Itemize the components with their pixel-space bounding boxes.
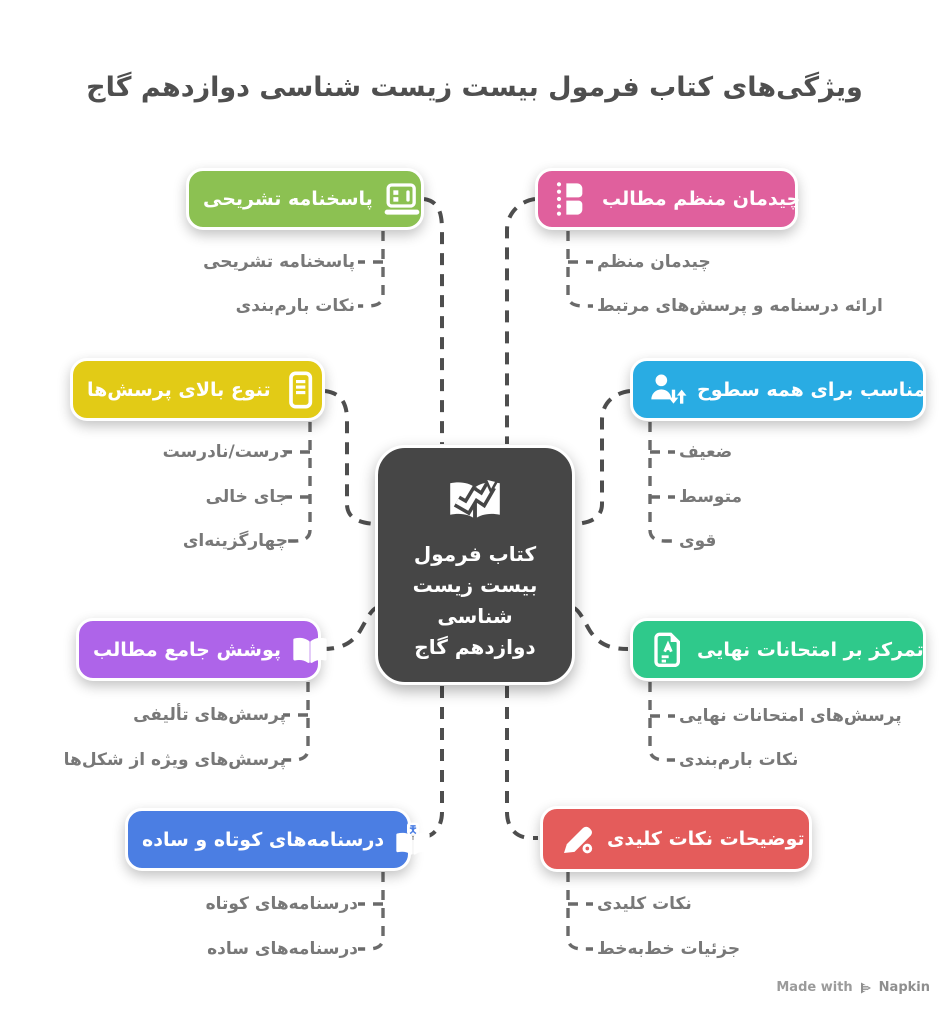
stacked-files-icon xyxy=(552,178,594,220)
branch-key-points-label: توضیحات نکات کلیدی xyxy=(607,828,805,850)
branch-final-exams-label: تمرکز بر امتحانات نهایی xyxy=(697,638,924,661)
child-item: نکات کلیدی xyxy=(597,894,692,914)
exam-grade-icon xyxy=(647,629,689,671)
child-item: متوسط xyxy=(679,487,743,507)
child-item: پاسخنامه تشریحی xyxy=(203,252,355,272)
center-topic-label: کتاب فرمول بیست زیست شناسی دوازدهم گاج xyxy=(412,542,538,659)
child-item: چیدمان منظم xyxy=(597,252,711,272)
branch-lessons-label: درسنامه‌های کوتاه و ساده xyxy=(142,828,385,851)
branch-key-points: توضیحات نکات کلیدی xyxy=(540,806,812,872)
open-book-icon xyxy=(289,629,331,671)
branch-answer-key: پاسخنامه تشریحی xyxy=(186,168,424,230)
napkin-brand-text: Napkin xyxy=(878,980,930,995)
made-with-text: Made with xyxy=(776,980,853,995)
child-item: درسنامه‌های کوتاه xyxy=(205,894,358,914)
branch-question-variety-label: تنوع بالای پرسش‌ها xyxy=(87,378,271,401)
child-item: ارائه درسنامه و پرسش‌های مرتبط xyxy=(597,296,883,316)
user-levels-icon xyxy=(647,369,689,411)
branch-arrangement-label: چیدمان منظم مطالب xyxy=(602,188,801,210)
branch-answer-key-label: پاسخنامه تشریحی xyxy=(203,188,373,210)
child-item: نکات بارم‌بندی xyxy=(235,296,355,316)
child-item: چهارگزینه‌ای xyxy=(182,531,288,551)
branch-lessons: درسنامه‌های کوتاه و ساده xyxy=(125,808,430,871)
child-item: پرسش‌های امتحانات نهایی xyxy=(679,706,902,726)
child-item: جای خالی xyxy=(205,487,288,507)
branch-coverage: پوشش جامع مطالب xyxy=(76,618,327,681)
phone-list-icon xyxy=(279,369,321,411)
center-topic-node: کتاب فرمول بیست زیست شناسی دوازدهم گاج xyxy=(375,445,575,685)
child-item: پرسش‌های ویژه از شکل‌ها xyxy=(63,750,286,770)
child-item: ضعیف xyxy=(679,442,733,462)
branch-all-levels: مناسب برای همه سطوح xyxy=(630,358,926,421)
child-item: درست/نادرست xyxy=(162,442,288,462)
napkin-logo-icon xyxy=(859,981,873,995)
laptop-notes-icon xyxy=(381,178,423,220)
child-item: جزئیات خط‌به‌خط xyxy=(597,939,741,959)
translate-book-icon xyxy=(392,819,434,861)
branch-question-variety: تنوع بالای پرسش‌ها xyxy=(70,358,325,421)
pen-icon xyxy=(557,818,599,860)
page-title: ویژگی‌های کتاب فرمول بیست زیست شناسی دوا… xyxy=(86,72,863,103)
branch-arrangement: چیدمان منظم مطالب xyxy=(535,168,801,230)
child-item: قوی xyxy=(679,531,717,551)
branch-coverage-label: پوشش جامع مطالب xyxy=(93,638,282,661)
child-item: درسنامه‌های ساده xyxy=(207,939,358,959)
child-item: پرسش‌های تألیفی xyxy=(133,705,286,725)
child-item: نکات بارم‌بندی xyxy=(679,750,799,770)
book-growth-icon xyxy=(438,467,512,533)
branch-final-exams: تمرکز بر امتحانات نهایی xyxy=(630,618,926,681)
made-with-napkin: Made with Napkin xyxy=(776,980,930,995)
branch-all-levels-label: مناسب برای همه سطوح xyxy=(697,378,926,401)
